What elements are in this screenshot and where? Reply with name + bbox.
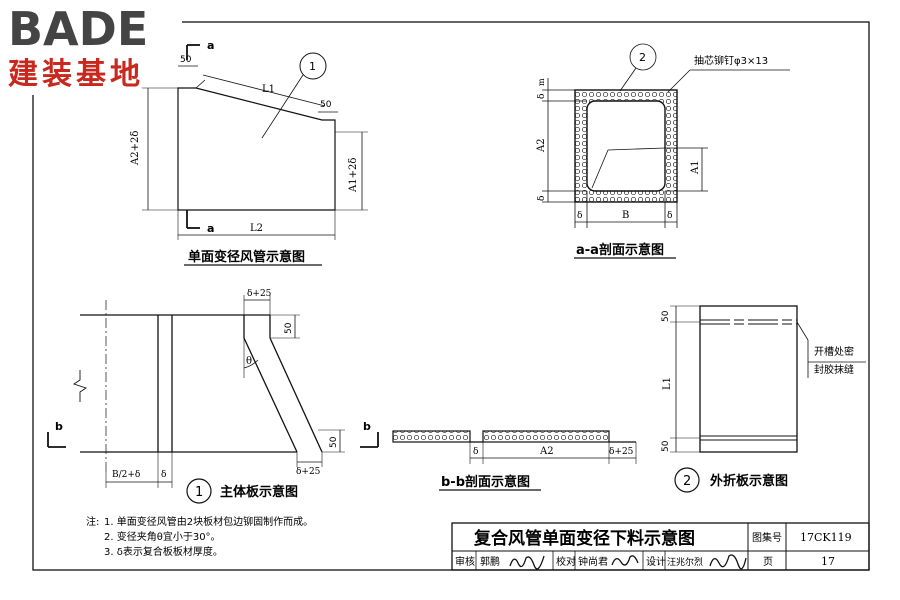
rivet-label: 抽芯铆钉φ3×13 — [694, 54, 768, 67]
bb-dim-right: δ+25 — [609, 447, 634, 457]
outer-panel-view — [670, 305, 866, 493]
outer-dim-bottom: 50 — [661, 440, 671, 452]
section-mark-a-bottom: a — [207, 222, 214, 235]
bb-dim-delta: δ — [473, 447, 478, 457]
atlas-label: 图集号 — [752, 531, 782, 544]
caption-bb-section: b-b剖面示意图 — [441, 474, 530, 490]
dim-a2: A2 — [536, 138, 547, 153]
balloon-1-label: 1 — [309, 60, 316, 73]
dim-bottom-b: B — [622, 210, 629, 221]
brand-name: BADE — [8, 2, 148, 56]
bb-dim-a2: A2 — [539, 446, 554, 457]
dim-bottom-l2: L2 — [250, 223, 263, 234]
outer-dim-mid: L1 — [662, 377, 673, 390]
main-dim-bottom-side: 50 — [329, 436, 339, 448]
atlas-value: 17CK119 — [800, 531, 852, 544]
reducer-duct-view — [142, 44, 368, 240]
dim-delta-top: δ — [537, 94, 547, 99]
caption-main-panel: 主体板示意图 — [220, 484, 298, 500]
review-label: 审核 — [455, 555, 475, 568]
note-item-1: 1. 单面变径风管由2块板材包边铆固制作而成。 — [104, 515, 313, 528]
outer-panel-number: 2 — [683, 474, 691, 489]
review-name: 郭鹏 — [480, 555, 500, 568]
dim-bottom-delta-left: δ — [577, 211, 582, 221]
dim-right-height: A1+2δ — [348, 158, 359, 193]
design-label: 设计 — [646, 555, 666, 568]
sheet-border — [32, 21, 870, 571]
dim-a1: A1 — [690, 160, 701, 175]
brand-tagline: 建装基地 — [8, 57, 144, 92]
check-name: 钟尚君 — [578, 555, 608, 568]
page-value: 17 — [821, 555, 835, 568]
main-dim-top: δ+25 — [247, 289, 272, 299]
outer-note-line1: 开槽处密 — [814, 345, 854, 358]
signature-designer — [709, 554, 747, 570]
bb-section-view — [360, 430, 637, 464]
balloon-2-label: 2 — [639, 51, 646, 64]
aa-section-view — [542, 43, 790, 228]
outer-dim-top: 50 — [661, 310, 671, 322]
signature-reviewer — [509, 555, 545, 570]
dim-slope-l1: L1 — [262, 84, 275, 95]
note-item-3: 3. δ表示复合板板材厚度。 — [104, 545, 223, 558]
caption-aa-section: a-a剖面示意图 — [576, 242, 664, 258]
dim-right-50: 50 — [320, 100, 332, 110]
check-label: 校对 — [556, 555, 576, 568]
section-mark-a-top: a — [207, 39, 214, 52]
main-dim-top-side: 50 — [284, 322, 294, 334]
caption-reducer-duct: 单面变径风管示意图 — [188, 249, 305, 265]
design-name: 汪兆尔烈 — [667, 556, 703, 568]
dim-delta-bottom: δ — [537, 196, 547, 201]
page-label: 页 — [763, 556, 773, 568]
main-panel-number: 1 — [195, 485, 203, 500]
main-dim-bottom-delta: δ — [161, 470, 166, 480]
note-item-2: 2. 变径夹角θ宜小于30°。 — [104, 530, 221, 543]
signature-checker — [611, 555, 639, 566]
notes-block: 注: 1. 单面变径风管由2块板材包边铆固制作而成。 2. 变径夹角θ宜小于30… — [86, 515, 313, 558]
dim-m: m — [537, 78, 546, 86]
main-dim-bottom-left: B/2+δ — [112, 470, 140, 480]
main-panel-view — [47, 295, 345, 504]
section-mark-b-left: b — [55, 420, 63, 433]
main-dim-angle: θ — [246, 356, 252, 367]
dim-bottom-delta-right: δ — [667, 211, 672, 221]
dim-top-50: 50 — [180, 55, 192, 65]
caption-outer-panel: 外折板示意图 — [709, 473, 788, 489]
section-mark-b-right: b — [363, 420, 371, 433]
drawing-title: 复合风管单面变径下料示意图 — [473, 528, 695, 549]
notes-label: 注: — [86, 515, 99, 528]
outer-note-line2: 封胶抹缝 — [814, 363, 854, 376]
title-block — [451, 522, 870, 571]
main-dim-bottom-right: δ+25 — [296, 467, 321, 477]
dim-left-height: A2+2δ — [130, 131, 141, 166]
brand-logo: BADE 建装基地 — [0, 0, 182, 95]
